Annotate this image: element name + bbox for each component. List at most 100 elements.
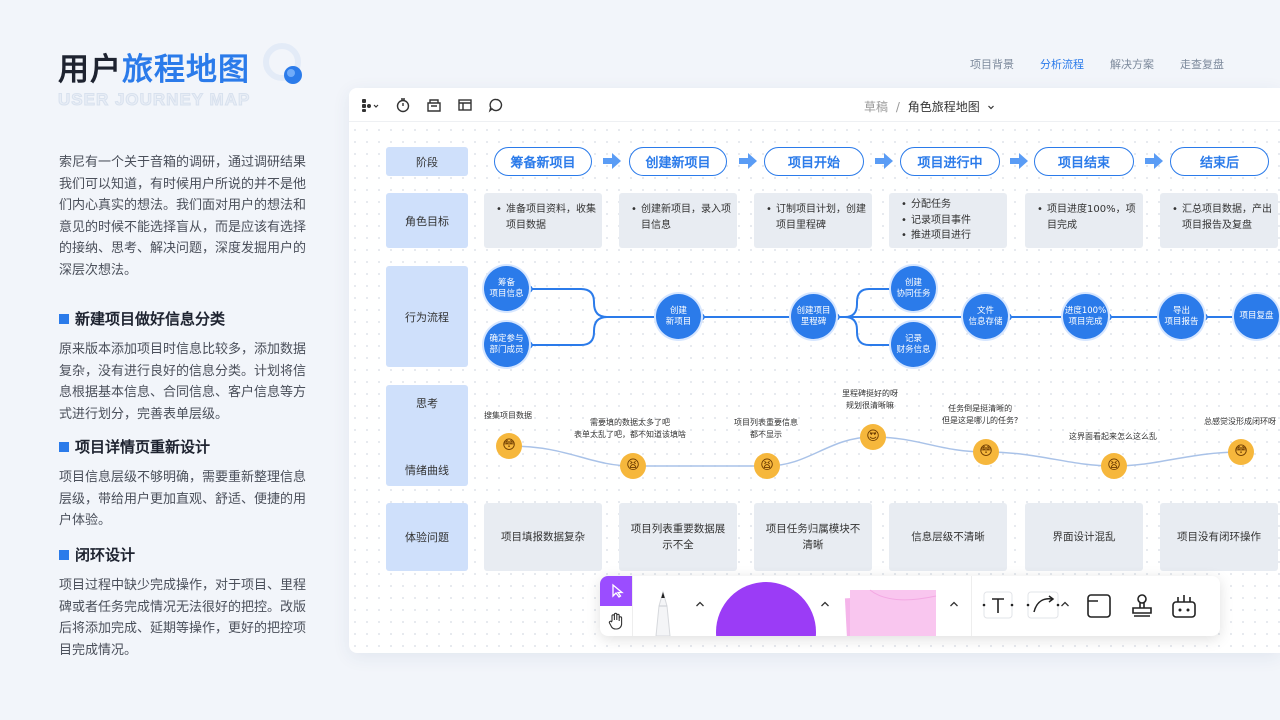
library-icon[interactable]: [426, 97, 442, 113]
row-label-stage: 阶段: [386, 147, 468, 176]
more-tools-icon[interactable]: [1169, 591, 1199, 621]
breadcrumb-current[interactable]: 角色旅程地图: [907, 100, 980, 114]
bullet-square-icon: [59, 313, 69, 324]
flow-node: 筹备 项目信息: [484, 266, 529, 311]
emoji-tired-icon: 😫: [620, 453, 646, 479]
pain-card: 项目任务归属模块不清晰: [754, 503, 872, 571]
nav-item-solution[interactable]: 解决方案: [1110, 58, 1154, 71]
drawing-dock: [600, 576, 1220, 636]
section-detail-redesign: 项目详情页重新设计 项目信息层级不够明确，需要重新整理信息层级，带给用户更加直观…: [59, 436, 317, 532]
nav-item-review[interactable]: 走查复盘: [1180, 58, 1224, 71]
nav-item-analysis[interactable]: 分析流程: [1040, 58, 1084, 71]
connector-icon[interactable]: [1025, 590, 1061, 620]
goal-card: 准备项目资料，收集项目数据: [484, 193, 602, 248]
comment-icon[interactable]: [488, 97, 504, 113]
section-heading: 项目详情页重新设计: [59, 436, 317, 457]
stage-create: 创建新项目: [629, 147, 727, 176]
hand-tool[interactable]: [600, 606, 632, 636]
flow-node: 项目复盘: [1234, 294, 1279, 339]
flow-node: 创建 协同任务: [891, 266, 936, 311]
title-part2: 旅程地图: [122, 52, 250, 88]
pain-card: 界面设计混乱: [1025, 503, 1143, 571]
chevron-down-icon[interactable]: [987, 103, 995, 111]
pointer-icon: [612, 583, 624, 598]
row-label-emotion: 情绪曲线: [405, 464, 449, 477]
page-subtitle: USER JOURNEY MAP: [57, 90, 251, 110]
emoji-flushed-icon: 😳: [496, 433, 522, 459]
stage-start: 项目开始: [764, 147, 864, 176]
goal-card: 订制项目计划，创建项目里程碑: [754, 193, 872, 248]
sticky-note-icon[interactable]: [840, 588, 940, 636]
whiteboard-canvas[interactable]: 草稿 / 角色旅程地图 阶段 角色目标 行为流程 思考 情绪曲线 体验问题 筹备…: [349, 88, 1280, 653]
section-heading: 新建项目做好信息分类: [59, 308, 317, 329]
row-label-thinking: 思考: [416, 397, 438, 410]
nav-item-background[interactable]: 项目背景: [970, 58, 1014, 71]
pain-card: 项目列表重要数据展示不全: [619, 503, 737, 571]
row-label-flow: 行为流程: [386, 266, 468, 367]
figma-menu-icon[interactable]: [361, 97, 381, 113]
decorative-circle-icon: [263, 43, 302, 84]
section-heading: 闭环设计: [59, 544, 317, 565]
thought-label: 这界面看起来怎么这么乱: [1069, 432, 1157, 441]
thought-label: 总感觉没形成闭环呀: [1204, 417, 1276, 426]
pointer-tool[interactable]: [600, 576, 632, 606]
section-closed-loop: 闭环设计 项目过程中缺少完成操作，对于项目、里程碑或者任务完成情况无法很好的把控…: [59, 544, 317, 661]
flow-node: 导出 项目报告: [1159, 294, 1204, 339]
arrow-right-icon: [739, 153, 757, 169]
arrow-right-icon: [1010, 153, 1028, 169]
thought-label: 需要填的数据太多了吧 表单太乱了吧，都不知道该填啥: [574, 418, 686, 439]
stage-prepare: 筹备新项目: [494, 147, 592, 176]
row-label-pain: 体验问题: [386, 503, 468, 571]
text-icon[interactable]: [981, 590, 1015, 620]
section-info-classification: 新建项目做好信息分类 原来版本添加项目时信息比较多，添加数据复杂，没有进行良好的…: [59, 308, 317, 425]
flow-node: 创建 新项目: [656, 294, 701, 339]
pen-icon[interactable]: [648, 584, 678, 636]
divider: [971, 576, 972, 636]
emoji-flushed-icon: 😳: [1228, 439, 1254, 465]
thought-label: 搜集项目数据: [484, 411, 532, 420]
stamp-icon[interactable]: [1127, 591, 1157, 621]
emoji-tired-icon: 😫: [754, 453, 780, 479]
thought-label: 任务倒是挺清晰的 但是这是哪儿的任务?: [942, 404, 1019, 425]
arrow-right-icon: [1145, 153, 1163, 169]
flow-node: 进度100% 项目完成: [1063, 294, 1108, 339]
flow-node: 创建项目 里程碑: [791, 294, 836, 339]
row-label-goal: 角色目标: [386, 193, 468, 248]
timer-icon[interactable]: [395, 97, 411, 113]
canvas-toolbar: 草稿 / 角色旅程地图: [349, 88, 1280, 122]
layout-icon[interactable]: [457, 97, 473, 113]
emoji-heart-eyes-icon: 😍: [860, 424, 886, 450]
chevron-up-icon[interactable]: [949, 600, 959, 608]
frame-icon[interactable]: [1084, 591, 1114, 621]
title-part1: 用户: [58, 52, 122, 88]
bullet-square-icon: [59, 441, 69, 452]
pain-card: 项目没有闭环操作: [1160, 503, 1278, 571]
arrow-right-icon: [603, 153, 621, 169]
goal-card: 项目进度100%，项目完成: [1025, 193, 1143, 248]
stage-in-progress: 项目进行中: [900, 147, 1000, 176]
breadcrumb-parent[interactable]: 草稿: [864, 100, 889, 114]
hand-icon: [608, 612, 623, 630]
section-text: 原来版本添加项目时信息比较多，添加数据复杂，没有进行良好的信息分类。计划将信息根…: [59, 342, 307, 422]
section-text: 项目信息层级不够明确，需要重新整理信息层级，带给用户更加直观、舒适、便捷的用户体…: [59, 470, 307, 528]
chevron-up-icon[interactable]: [695, 600, 705, 608]
chevron-up-icon[interactable]: [820, 600, 830, 608]
intro-text: 索尼有一个关于音箱的调研，通过调研结果我们可以知道，有时候用户所说的并不是他们内…: [59, 155, 307, 278]
flow-node: 记录 财务信息: [891, 322, 936, 367]
emoji-tired-icon: 😫: [1101, 453, 1127, 479]
pain-card: 项目填报数据复杂: [484, 503, 602, 571]
thought-label: 里程碑挺好的呀 规划很清晰嘛: [842, 389, 898, 410]
flow-node: 确定参与 部门成员: [484, 322, 529, 367]
section-text: 项目过程中缺少完成操作，对于项目、里程碑或者任务完成情况无法很好的把控。改版后将…: [59, 578, 307, 658]
shape-icon[interactable]: [716, 582, 816, 636]
divider: [632, 576, 633, 636]
chevron-up-icon[interactable]: [1060, 600, 1070, 608]
goal-card: 创建新项目，录入项目信息: [619, 193, 737, 248]
stage-end: 项目结束: [1034, 147, 1134, 176]
top-nav: 项目背景 分析流程 解决方案 走查复盘: [970, 56, 1224, 72]
breadcrumb-separator: /: [895, 100, 900, 114]
flow-node: 文件 信息存储: [963, 294, 1008, 339]
goal-card: 分配任务记录项目事件推进项目进行: [889, 193, 1007, 248]
page-title: 用户旅程地图: [58, 44, 250, 89]
bullet-square-icon: [59, 549, 69, 560]
